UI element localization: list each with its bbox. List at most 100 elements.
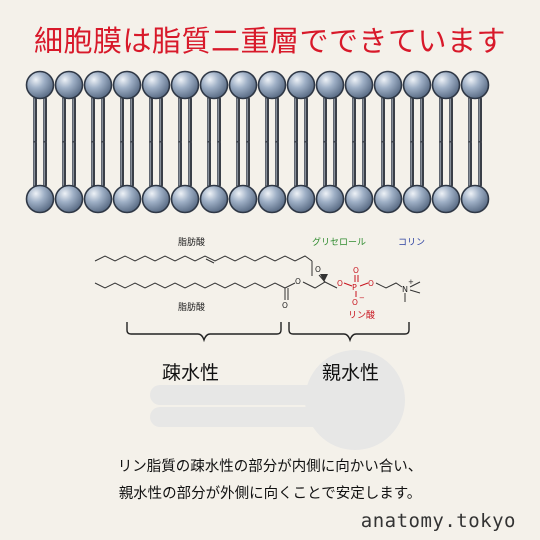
phosphate-oxygen-anion: O bbox=[352, 298, 358, 307]
inner-phospholipid bbox=[228, 141, 258, 214]
phosphate-oxygen-1: O bbox=[337, 279, 343, 288]
hydrophilic-head bbox=[373, 70, 403, 100]
phospholipid-structure: O O O O P O O − O N + 脂肪酸 脂肪酸 グリセロール bbox=[94, 236, 425, 343]
inner-phospholipid bbox=[199, 141, 229, 214]
hydrophilic-head bbox=[286, 70, 316, 100]
inner-phospholipid bbox=[83, 141, 113, 214]
hydrophilic-head bbox=[141, 70, 171, 100]
phosphate-minus-charge: − bbox=[359, 294, 365, 302]
outer-phospholipid bbox=[141, 70, 171, 143]
phosphorus-atom: P bbox=[352, 283, 357, 292]
glycerol-label: グリセロール bbox=[312, 236, 366, 248]
hydrophilic-head bbox=[83, 70, 113, 100]
hydrophilic-head bbox=[257, 184, 287, 214]
choline-chain bbox=[375, 282, 403, 289]
hydrophilic-head bbox=[199, 184, 229, 214]
inner-phospholipid bbox=[141, 141, 171, 214]
hydrophilic-head bbox=[460, 70, 490, 100]
choline-label: コリン bbox=[398, 238, 425, 248]
double-bond bbox=[205, 258, 215, 264]
outer-leaflet bbox=[25, 70, 490, 143]
outer-phospholipid bbox=[373, 70, 403, 143]
outer-phospholipid bbox=[25, 70, 55, 143]
lipid-bilayer-diagram bbox=[25, 70, 490, 214]
ester-oxygen-bottom: O bbox=[295, 277, 301, 286]
phosphate-oxygen-2: O bbox=[368, 279, 374, 288]
carbonyl-oxygen-bottom: O bbox=[282, 301, 288, 310]
hydrophobic-label: 疎水性 bbox=[162, 362, 220, 384]
hydrophilic-head bbox=[402, 70, 432, 100]
nitrogen-atom: N bbox=[402, 285, 408, 294]
hydrophilic-head bbox=[431, 184, 461, 214]
hydrophilic-head bbox=[25, 184, 55, 214]
hydrophilic-head bbox=[344, 184, 374, 214]
ammonium-plus-charge: + bbox=[408, 278, 414, 286]
hydrophilic-head bbox=[315, 184, 345, 214]
hydrophilic-head bbox=[315, 70, 345, 100]
methyl-2 bbox=[409, 289, 421, 294]
outer-phospholipid bbox=[315, 70, 345, 143]
hydrophilic-head bbox=[170, 70, 200, 100]
hydrophilic-head bbox=[228, 70, 258, 100]
inner-phospholipid bbox=[460, 141, 490, 214]
stereo-wedge bbox=[320, 274, 328, 282]
fatty-acid-label-bottom: 脂肪酸 bbox=[178, 301, 205, 313]
hydrophilic-head bbox=[344, 70, 374, 100]
hydrophilic-head bbox=[112, 184, 142, 214]
fatty-acid-chain-top bbox=[94, 255, 313, 262]
outer-phospholipid bbox=[83, 70, 113, 143]
ester-oxygen-top: O bbox=[315, 265, 321, 274]
glycerol-backbone bbox=[302, 281, 338, 289]
hydrophilic-head bbox=[54, 184, 84, 214]
inner-phospholipid bbox=[344, 141, 374, 214]
outer-phospholipid bbox=[199, 70, 229, 143]
caption-line-2: 親水性の部分が外側に向くことで安定します。 bbox=[118, 486, 422, 502]
hydrophilic-head bbox=[25, 70, 55, 100]
hydrophilic-head bbox=[83, 184, 113, 214]
fatty-acid-chain-bottom bbox=[94, 282, 286, 289]
outer-phospholipid bbox=[402, 70, 432, 143]
outer-phospholipid bbox=[112, 70, 142, 143]
inner-phospholipid bbox=[257, 141, 287, 214]
hydrophilic-head bbox=[54, 70, 84, 100]
inner-leaflet bbox=[25, 141, 490, 214]
hydrophilic-head bbox=[257, 70, 287, 100]
outer-phospholipid bbox=[54, 70, 84, 143]
inner-phospholipid bbox=[170, 141, 200, 214]
inner-phospholipid bbox=[402, 141, 432, 214]
methyl-1 bbox=[409, 281, 421, 288]
outer-phospholipid bbox=[170, 70, 200, 143]
hydrophilic-head bbox=[199, 70, 229, 100]
inner-phospholipid bbox=[373, 141, 403, 214]
hydrophilic-head bbox=[402, 184, 432, 214]
caption-line-1: リン脂質の疎水性の部分が内側に向かい合い、 bbox=[117, 459, 423, 475]
page-title: 細胞膜は脂質二重層でできています bbox=[33, 24, 506, 58]
hydrophilic-brace bbox=[288, 322, 410, 343]
hydrophilic-head bbox=[373, 184, 403, 214]
inner-phospholipid bbox=[431, 141, 461, 214]
inner-phospholipid bbox=[54, 141, 84, 214]
hydrophobic-brace bbox=[126, 322, 282, 343]
inner-phospholipid bbox=[25, 141, 55, 214]
outer-phospholipid bbox=[344, 70, 374, 143]
hydrophilic-label: 親水性 bbox=[322, 362, 380, 384]
phosphate-label: リン酸 bbox=[348, 310, 375, 321]
hydrophilic-head bbox=[228, 184, 258, 214]
hydrophilic-head bbox=[112, 70, 142, 100]
hydrophilic-head bbox=[460, 184, 490, 214]
outer-phospholipid bbox=[228, 70, 258, 143]
inner-phospholipid bbox=[286, 141, 316, 214]
outer-phospholipid bbox=[431, 70, 461, 143]
hydrophilic-head bbox=[286, 184, 316, 214]
outer-phospholipid bbox=[286, 70, 316, 143]
hydrophilic-head bbox=[431, 70, 461, 100]
phospholipid-schematic bbox=[150, 350, 405, 450]
outer-phospholipid bbox=[257, 70, 287, 143]
inner-phospholipid bbox=[112, 141, 142, 214]
hydrophilic-head bbox=[141, 184, 171, 214]
website-watermark: anatomy.tokyo bbox=[360, 510, 516, 532]
hydrophilic-head bbox=[170, 184, 200, 214]
phosphate-oxygen-double: O bbox=[353, 266, 359, 275]
schematic-head bbox=[305, 350, 405, 450]
